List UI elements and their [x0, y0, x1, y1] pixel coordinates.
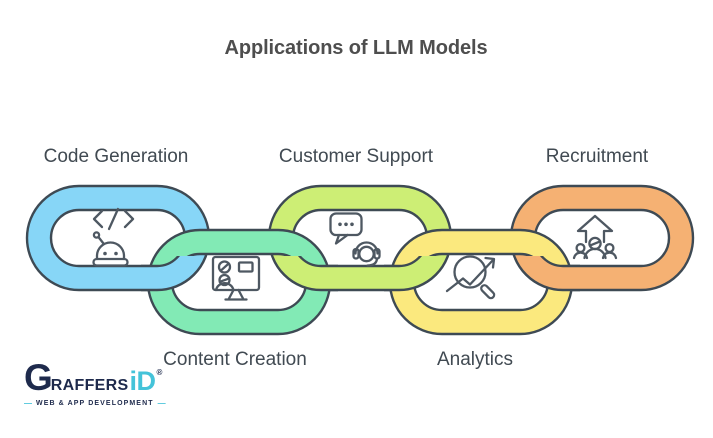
- logo-wordmark: G RAFFERS iD ®: [24, 359, 166, 396]
- tagline-text: WEB & APP DEVELOPMENT: [36, 400, 154, 407]
- monitor-content-icon: [211, 255, 261, 301]
- team-growth-icon: [572, 214, 618, 260]
- tagline-dash-left: —: [24, 399, 32, 408]
- logo-letter-g: G: [24, 357, 53, 398]
- label-customer-support: Customer Support: [278, 146, 434, 167]
- registered-mark: ®: [156, 368, 163, 377]
- robot-code-icon: [92, 207, 135, 267]
- logo-word-id: iD: [129, 366, 156, 396]
- diagram-title: Applications of LLM Models: [224, 37, 488, 59]
- logo-word-raffers: RAFFERS: [50, 377, 129, 394]
- label-recruitment: Recruitment: [545, 146, 649, 167]
- label-code-generation: Code Generation: [43, 146, 189, 167]
- logo-tagline: — WEB & APP DEVELOPMENT —: [24, 399, 166, 408]
- chat-headset-icon: [329, 212, 381, 267]
- graffersid-logo: G RAFFERS iD ® — WEB & APP DEVELOPMENT —: [24, 359, 166, 408]
- label-content-creation: Content Creation: [163, 349, 307, 370]
- label-analytics: Analytics: [436, 349, 514, 370]
- magnifier-trend-icon: [445, 255, 496, 300]
- tagline-dash-right: —: [157, 399, 166, 408]
